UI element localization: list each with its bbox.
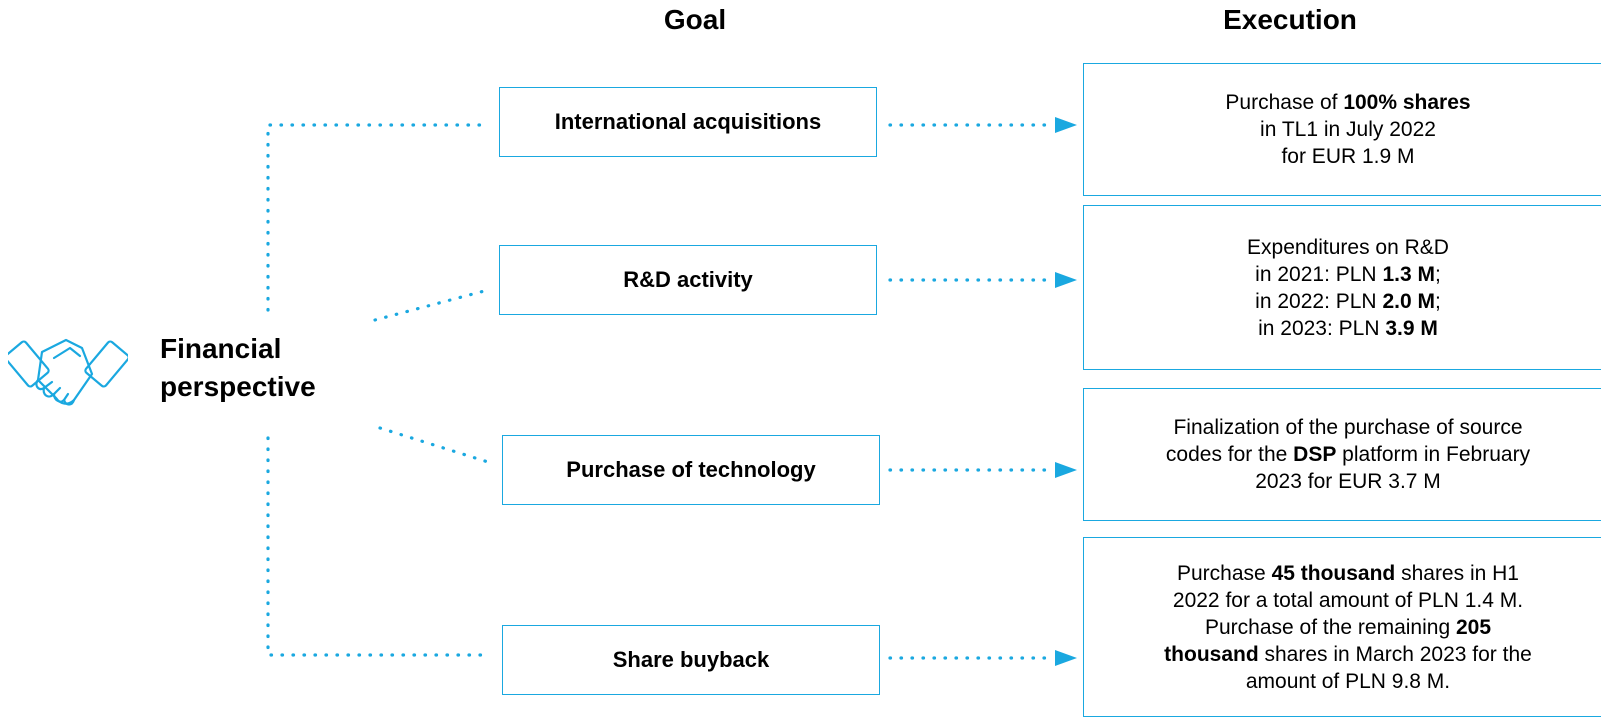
execution-line: in 2022: PLN 2.0 M; — [1108, 288, 1588, 315]
execution-text-bold: 205 — [1455, 615, 1492, 639]
execution-line: 2022 for a total amount of PLN 1.4 M. — [1108, 587, 1588, 614]
root-label-line1: Financial — [160, 333, 282, 364]
execution-line: Purchase of 100% shares — [1108, 89, 1588, 116]
execution-line: Purchase 45 thousand shares in H1 — [1108, 560, 1588, 587]
goal-label: Share buyback — [612, 647, 770, 672]
execution-text-bold: thousand — [1164, 642, 1259, 666]
connector-international-acquisitions — [266, 123, 490, 312]
execution-text-bold: 3.9 M — [1385, 316, 1438, 340]
execution-text-run: codes for the — [1165, 443, 1294, 466]
execution-line: codes for the DSP platform in February — [1108, 441, 1588, 468]
execution-text-run: Purchase of the remaining — [1204, 615, 1456, 639]
execution-text-bold: 100% shares — [1343, 91, 1471, 114]
connector-share-buyback — [266, 436, 490, 657]
goal-box-purchase-of-technology: Purchase of technology — [502, 435, 880, 505]
execution-text-run: Purchase — [1177, 561, 1272, 585]
execution-text-run: in 2021: PLN — [1255, 262, 1383, 286]
goal-label: R&D activity — [623, 267, 753, 292]
arrowhead-2 — [1055, 272, 1077, 288]
execution-line: thousand shares in March 2023 for the — [1108, 641, 1588, 668]
execution-text-run: platform in February — [1336, 443, 1531, 466]
execution-line: Purchase of the remaining 205 — [1108, 614, 1588, 641]
arrowhead-1 — [1055, 117, 1077, 133]
goal-box-share-buyback: Share buyback — [502, 625, 880, 695]
execution-line: for EUR 1.9 M — [1108, 143, 1588, 170]
arrowhead-3 — [1055, 462, 1077, 478]
execution-column-header: Execution — [1223, 4, 1357, 35]
goal-label: Purchase of technology — [566, 457, 816, 482]
execution-text-run: ; — [1434, 289, 1441, 313]
execution-line: Finalization of the purchase of source — [1108, 414, 1588, 441]
goal-label: International acquisitions — [554, 109, 822, 134]
execution-text-run: shares in H1 — [1395, 561, 1519, 585]
execution-line: Expenditures on R&D — [1108, 234, 1588, 261]
goal-column-header: Goal — [663, 4, 727, 35]
execution-text-bold: 45 thousand — [1271, 561, 1396, 585]
execution-text-bold: DSP — [1293, 443, 1337, 466]
execution-text-run: Finalization of the purchase of source — [1173, 416, 1523, 439]
execution-text-run: amount of PLN 9.8 M. — [1245, 669, 1451, 693]
execution-text-bold: 2.0 M — [1382, 289, 1435, 313]
arrowhead-4 — [1055, 650, 1077, 666]
execution-line: in 2021: PLN 1.3 M; — [1108, 261, 1588, 288]
execution-line: in 2023: PLN 3.9 M — [1108, 315, 1588, 342]
goal-box-rd-activity: R&D activity — [499, 245, 877, 315]
execution-text-run: Purchase of — [1225, 91, 1344, 114]
execution-text-run: 2022 for a total amount of PLN 1.4 M. — [1172, 588, 1524, 612]
execution-text-run: ; — [1434, 262, 1441, 286]
goal-box-international-acquisitions: International acquisitions — [499, 87, 877, 157]
execution-line: amount of PLN 9.8 M. — [1108, 668, 1588, 695]
connector-rd-activity — [373, 288, 490, 322]
execution-text-run: in 2023: PLN — [1258, 316, 1386, 340]
execution-text-run: Expenditures on R&D — [1247, 235, 1449, 259]
execution-text-run: 2023 for EUR 3.7 M — [1255, 470, 1441, 493]
handshake-icon — [4, 322, 130, 422]
execution-text-run: in TL1 in July 2022 — [1260, 118, 1436, 141]
connector-purchase-technology — [378, 426, 490, 464]
execution-text-run: for EUR 1.9 M — [1281, 145, 1415, 168]
execution-line: in TL1 in July 2022 — [1108, 116, 1588, 143]
execution-text-run: shares in March 2023 for the — [1258, 642, 1532, 666]
execution-line: 2023 for EUR 3.7 M — [1108, 468, 1588, 495]
execution-text-bold: 1.3 M — [1382, 262, 1435, 286]
execution-text-run: in 2022: PLN — [1255, 289, 1383, 313]
root-label: Financial perspective — [160, 330, 380, 406]
root-label-line2: perspective — [160, 371, 316, 402]
